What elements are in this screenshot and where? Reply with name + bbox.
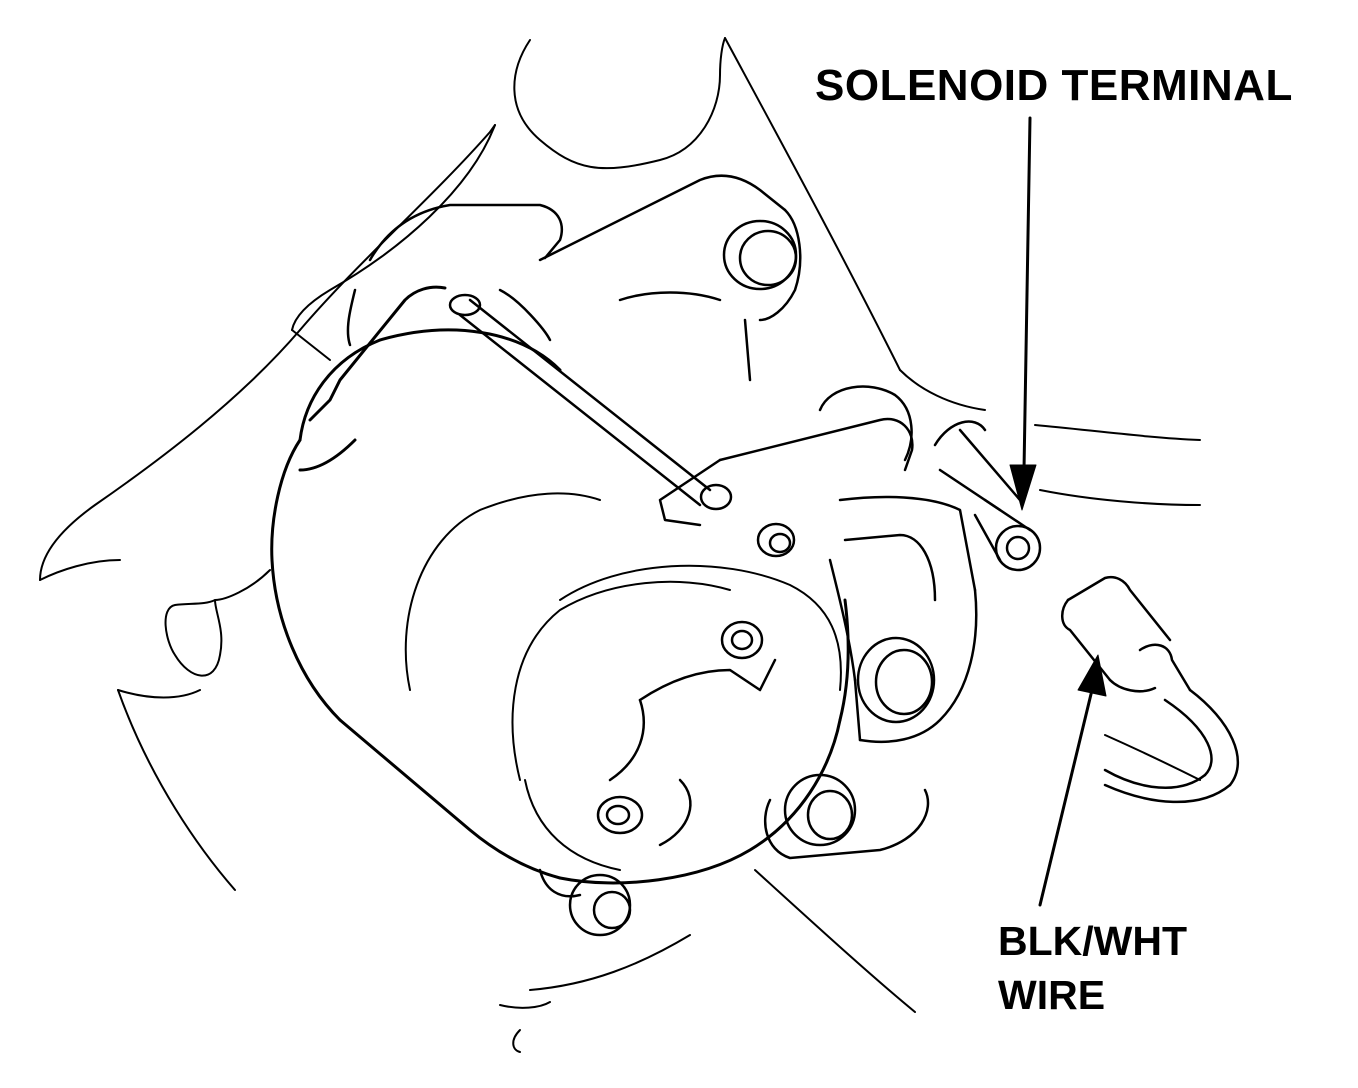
arrow-icon — [1038, 654, 1107, 907]
bolt-upper — [722, 219, 798, 291]
arrow-icon — [1009, 116, 1037, 511]
blk-wht-wire-connector — [1061, 575, 1240, 804]
solenoid-port — [856, 636, 936, 724]
through-bolt — [448, 293, 733, 511]
solenoid-terminal-label: SOLENOID TERMINAL — [815, 61, 1293, 110]
solenoid-terminal-stud — [933, 420, 1042, 572]
end-cap — [404, 492, 842, 871]
solenoid-body — [658, 385, 978, 744]
blk-wht-wire-label-line1: BLK/WHT — [998, 918, 1188, 964]
engine-block-outline — [39, 37, 1201, 1053]
lower-mount — [538, 773, 930, 937]
blk-wht-wire-label: BLK/WHT WIRE — [998, 914, 1187, 1022]
mounting-bracket — [346, 174, 802, 382]
end-plate-holes — [596, 620, 777, 847]
motor-housing — [270, 285, 850, 885]
blk-wht-wire-label-line2: WIRE — [998, 972, 1106, 1018]
pivot-bolt — [756, 522, 796, 558]
